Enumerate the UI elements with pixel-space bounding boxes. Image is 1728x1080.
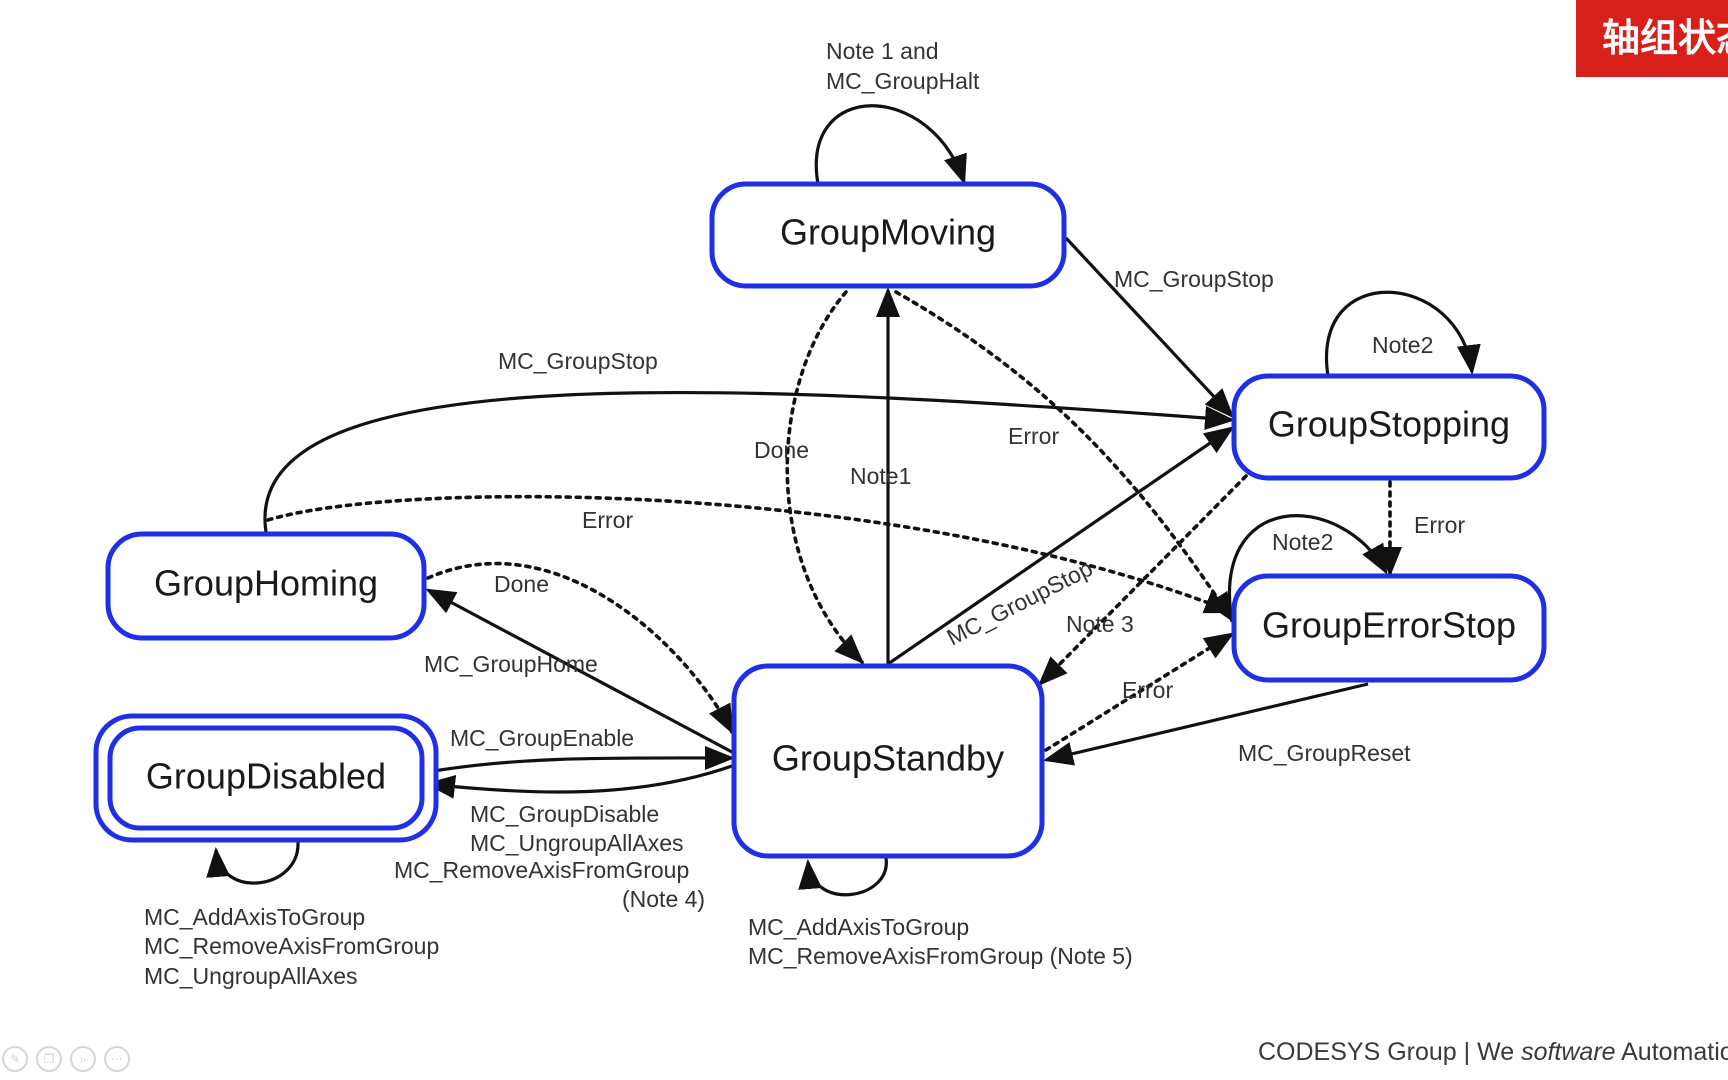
label-note4: (Note 4) — [622, 886, 705, 912]
label-disabled-removeaxis: MC_RemoveAxisFromGroup — [144, 933, 439, 959]
presentation-toolbar: ✎ ❐ ⌕ ⋯ — [2, 1046, 130, 1072]
label-error-moving: Error — [1008, 423, 1059, 449]
footer-tagline: CODESYS Group | We software Automation. — [1258, 1038, 1728, 1067]
arrow-standby-to-stopping — [887, 426, 1235, 666]
arrow-disabled-selfloop — [206, 841, 300, 885]
state-label: GroupStandby — [772, 738, 1004, 779]
label-note3: Note 3 — [1066, 611, 1134, 637]
arrow-moving-to-stopping — [1064, 236, 1235, 419]
title-badge: 轴组状态 — [1576, 0, 1728, 77]
state-group-homing: GroupHoming — [105, 531, 427, 641]
arrow-errorstop-selfloop — [1228, 514, 1388, 623]
label-error-standby: Error — [1122, 677, 1173, 703]
state-group-errorstop: GroupErrorStop — [1231, 573, 1547, 683]
label-mc-grouphome: MC_GroupHome — [424, 651, 598, 677]
state-group-stopping: GroupStopping — [1231, 373, 1547, 481]
label-mc-groupstop-moving: MC_GroupStop — [1114, 266, 1274, 292]
label-standby-removeaxis: MC_RemoveAxisFromGroup (Note 5) — [748, 943, 1133, 969]
label-mc-grouphalt: MC_GroupHalt — [826, 68, 980, 94]
pencil-icon[interactable]: ✎ — [2, 1046, 28, 1072]
arrow-standby-to-homing — [425, 588, 733, 754]
state-group-moving: GroupMoving — [709, 181, 1067, 289]
footer-emphasis: software — [1521, 1038, 1616, 1066]
arrow-moving-selfloop — [814, 104, 967, 185]
state-label: GroupMoving — [780, 212, 996, 253]
arrow-standby-selfloop — [798, 857, 888, 897]
copy-icon[interactable]: ❐ — [36, 1046, 62, 1072]
label-mc-ungroupallaxes: MC_UngroupAllAxes — [470, 830, 683, 856]
label-disabled-addaxis: MC_AddAxisToGroup — [144, 904, 365, 930]
state-label: GroupErrorStop — [1262, 605, 1516, 646]
arrow-disabled-to-standby — [427, 745, 735, 774]
label-mc-groupenable: MC_GroupEnable — [450, 725, 634, 751]
label-note2-stopping: Note2 — [1372, 332, 1433, 358]
label-error-homing: Error — [582, 507, 633, 533]
label-mc-groupstop-homing: MC_GroupStop — [498, 348, 658, 374]
label-note2-errorstop: Note2 — [1272, 529, 1333, 555]
label-mc-groupreset: MC_GroupReset — [1238, 740, 1411, 766]
zoom-icon[interactable]: ⌕ — [70, 1046, 96, 1072]
label-mc-groupdisable: MC_GroupDisable — [470, 801, 659, 827]
label-note1-and: Note 1 and — [826, 38, 939, 64]
footer-suffix: Automation. — [1621, 1038, 1728, 1066]
label-standby-addaxis: MC_AddAxisToGroup — [748, 914, 969, 940]
label-error-stopping: Error — [1414, 512, 1465, 538]
arrow-homing-to-stopping — [263, 390, 1235, 533]
arrow-stopping-selfloop — [1324, 290, 1481, 377]
arrow-errorstop-to-standby — [1043, 682, 1369, 766]
label-done-homing: Done — [494, 571, 549, 597]
arrow-standby-to-disabled — [425, 764, 733, 799]
arrow-moving-to-standby-done — [785, 290, 865, 665]
label-disabled-ungroup: MC_UngroupAllAxes — [144, 963, 357, 989]
state-group-disabled: GroupDisabled — [93, 713, 439, 843]
arrow-moving-to-errorstop — [894, 290, 1234, 623]
footer-prefix: CODESYS Group | We — [1258, 1038, 1522, 1066]
more-icon[interactable]: ⋯ — [104, 1046, 130, 1072]
arrow-homing-to-errorstop — [266, 494, 1235, 614]
label-mc-removeaxis-note4: MC_RemoveAxisFromGroup — [394, 857, 689, 883]
state-label: GroupStopping — [1268, 404, 1510, 445]
label-done-moving: Done — [754, 437, 809, 463]
arrow-standby-to-errorstop — [1044, 632, 1235, 752]
label-note1: Note1 — [850, 463, 911, 489]
state-label: GroupHoming — [154, 563, 378, 604]
state-label: GroupDisabled — [146, 756, 386, 797]
arrow-stopping-to-standby-note3 — [1037, 474, 1248, 687]
state-group-standby: GroupStandby — [731, 663, 1045, 859]
arrow-homing-to-standby-done — [426, 561, 734, 735]
